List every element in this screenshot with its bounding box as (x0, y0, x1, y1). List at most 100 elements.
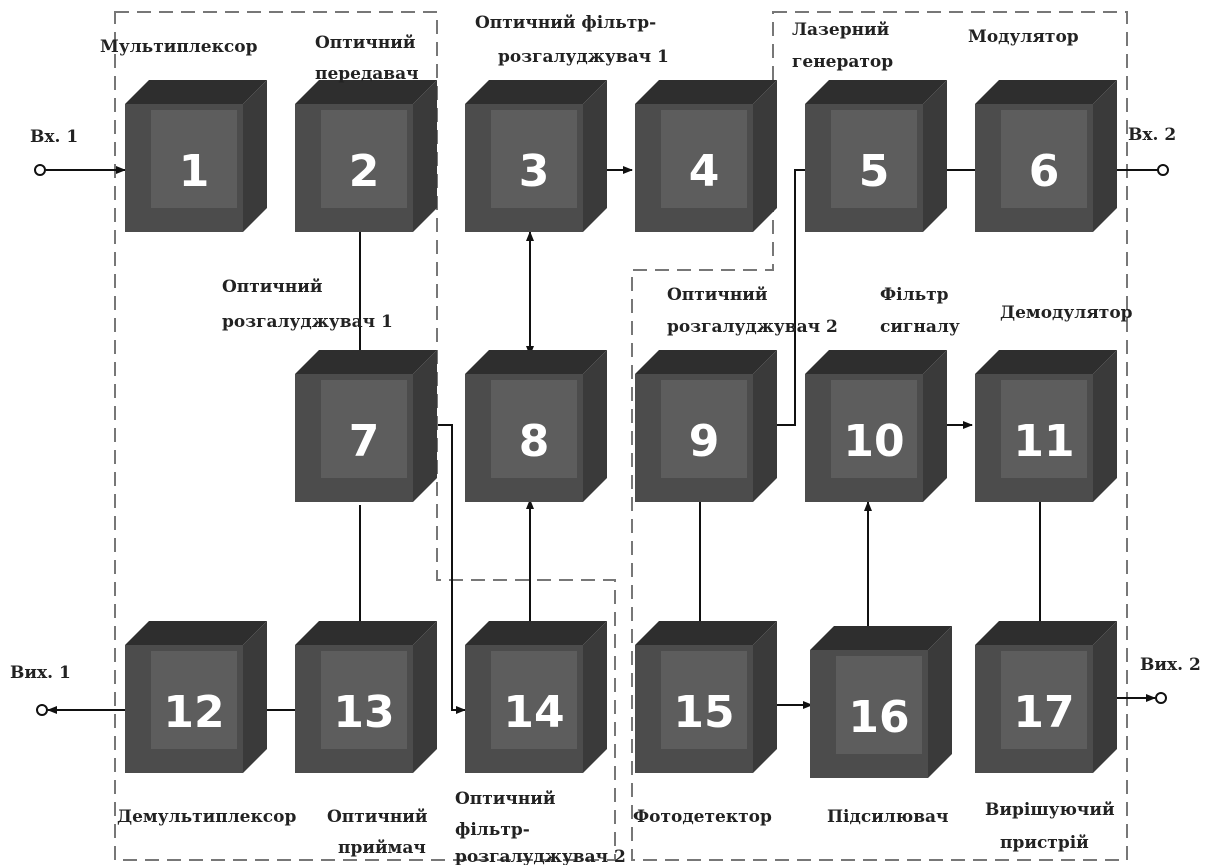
block-1: 1 (125, 80, 267, 232)
block-2-number: 2 (349, 146, 380, 197)
block-9: 9 (635, 350, 777, 502)
block-7-number: 7 (349, 416, 380, 467)
block-6-side (1093, 80, 1117, 232)
block-11-number: 11 (1013, 416, 1074, 467)
block-1-side (243, 80, 267, 232)
block-15-inner (661, 651, 747, 749)
label-decider-line1: Вирішуючий (985, 800, 1115, 820)
block-13-top (295, 621, 437, 645)
arrow-5-to-9 (767, 169, 808, 429)
block-1-number: 1 (179, 146, 210, 197)
block-7-top (295, 350, 437, 374)
block-17-number: 17 (1013, 687, 1074, 738)
label-rx-line2: приймач (338, 838, 426, 858)
port-in1-label: Вх. 1 (30, 127, 78, 147)
block-12-side (243, 621, 267, 773)
block-14-side (583, 621, 607, 773)
block-11-side (1093, 350, 1117, 502)
block-16-number: 16 (848, 692, 909, 743)
label-demodulator: Демодулятор (1000, 303, 1133, 323)
block-8-inner (491, 380, 577, 478)
block-3-inner (491, 110, 577, 208)
block-11: 11 (975, 350, 1117, 502)
block-5-number: 5 (859, 146, 890, 197)
block-10-number: 10 (843, 416, 904, 467)
region-left-outline (114, 11, 616, 861)
block-11-inner (1001, 380, 1087, 478)
label-rx-line1: Оптичний (327, 807, 428, 827)
block-17-inner (1001, 651, 1087, 749)
block-16: 16 (810, 626, 952, 778)
block-14-number: 14 (503, 687, 564, 738)
block-5: 5 (805, 80, 947, 232)
block-3-top (465, 80, 607, 104)
region-right-outline (631, 11, 1128, 861)
label-filter2-line1: Оптичний (455, 789, 556, 809)
block-4-side (753, 80, 777, 232)
out1-terminal (36, 704, 48, 716)
label-multiplexer: Мультиплексор (100, 37, 258, 57)
block-13-inner (321, 651, 407, 749)
block-10-top (805, 350, 947, 374)
block-12: 12 (125, 621, 267, 773)
label-splitter2-line1: Оптичний (667, 285, 768, 305)
block-9-side (753, 350, 777, 502)
port-in2-label: Вх. 2 (1128, 125, 1176, 145)
label-splitter1-line2: розгалуджувач 1 (222, 312, 393, 332)
block-10-side (923, 350, 947, 502)
in1-terminal (34, 164, 46, 176)
block-15-side (753, 621, 777, 773)
label-modulator: Модулятор (968, 27, 1079, 47)
out2-terminal (1155, 692, 1167, 704)
block-7-side (413, 350, 437, 502)
label-decider-line2: пристрій (1000, 833, 1089, 853)
block-2-side (413, 80, 437, 232)
block-15-top (635, 621, 777, 645)
block-16-top (810, 626, 952, 650)
label-splitter2-line2: розгалуджувач 2 (667, 317, 838, 337)
block-3-side (583, 80, 607, 232)
arrow-7-to-14 (438, 424, 466, 714)
block-14-top (465, 621, 607, 645)
block-12-top (125, 621, 267, 645)
block-13: 13 (295, 621, 437, 773)
block-13-number: 13 (333, 687, 394, 738)
label-filter2-line2: фільтр- (455, 820, 530, 840)
block-10-inner (831, 380, 917, 478)
block-4-inner (661, 110, 747, 208)
block-2-top (295, 80, 437, 104)
label-laser-line1: Лазерний (792, 20, 890, 40)
block-1-top (125, 80, 267, 104)
block-15: 15 (635, 621, 777, 773)
block-6-inner (1001, 110, 1087, 208)
port-out2-label: Вих. 2 (1140, 655, 1201, 675)
block-9-inner (661, 380, 747, 478)
block-5-top (805, 80, 947, 104)
block-6: 6 (975, 80, 1117, 232)
block-13-side (413, 621, 437, 773)
block-16-inner (836, 656, 922, 754)
block-3: 3 (465, 80, 607, 232)
block-15-number: 15 (673, 687, 734, 738)
port-out1-label: Вих. 1 (10, 663, 71, 683)
block-11-top (975, 350, 1117, 374)
label-splitter1-line1: Оптичний (222, 277, 323, 297)
block-14: 14 (465, 621, 607, 773)
label-filter1-line2: розгалуджувач 1 (498, 47, 669, 67)
block-7: 7 (295, 350, 437, 502)
label-sigfilter-line2: сигналу (880, 317, 960, 337)
block-6-number: 6 (1029, 146, 1060, 197)
block-8-number: 8 (519, 416, 550, 467)
block-5-inner (831, 110, 917, 208)
block-4-number: 4 (689, 146, 720, 197)
block-8-top (465, 350, 607, 374)
block-14-inner (491, 651, 577, 749)
label-filter2-line3: розгалуджувач 2 (455, 847, 626, 865)
label-filter1-line1: Оптичний фільтр- (475, 13, 656, 33)
label-tx-line1: Оптичний (315, 33, 416, 53)
block-8-side (583, 350, 607, 502)
block-7-inner (321, 380, 407, 478)
block-17-top (975, 621, 1117, 645)
